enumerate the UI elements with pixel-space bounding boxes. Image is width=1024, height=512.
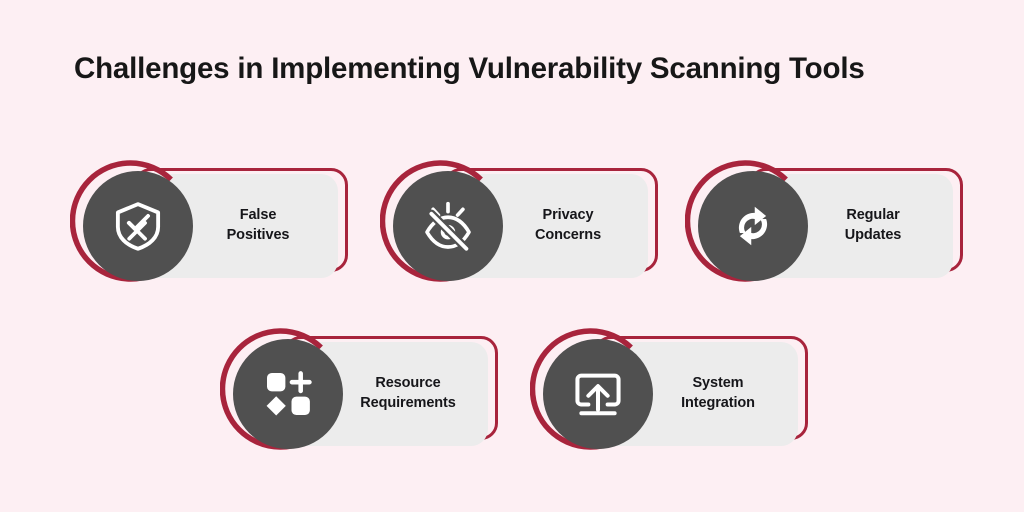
refresh-sync-icon (738, 206, 768, 246)
card-resource-requirements[interactable]: Resource Requirements (220, 326, 500, 458)
icon-disc (698, 171, 808, 281)
card-label-line1: False (239, 207, 277, 224)
card-label-line1: Privacy (542, 207, 594, 224)
shapes-grid-icon (266, 371, 312, 416)
page-title: Challenges in Implementing Vulnerability… (74, 52, 865, 85)
shield-check-cross-icon (115, 202, 161, 251)
card-regular-updates[interactable]: Regular Updates (685, 158, 965, 290)
card-label-line1: Regular (846, 207, 900, 224)
card-label-line2: Requirements (360, 395, 456, 411)
card-privacy-concerns[interactable]: Privacy Concerns (380, 158, 660, 290)
card-label-line1: Resource (375, 375, 441, 392)
monitor-upload-icon (575, 373, 621, 416)
card-label-line2: Concerns (534, 227, 602, 243)
card-label-line1: System (692, 375, 744, 392)
card-system-integration[interactable]: System Integration (530, 326, 810, 458)
eye-slash-icon (425, 201, 471, 253)
card-false-positives[interactable]: False Positives (70, 158, 350, 290)
icon-disc (83, 171, 193, 281)
icon-disc (393, 171, 503, 281)
icon-disc (233, 339, 343, 449)
card-label: Resource Requirements (328, 342, 488, 446)
icon-disc (543, 339, 653, 449)
card-label: Privacy Concerns (488, 174, 648, 278)
card-label-line2: Positives (226, 227, 290, 243)
card-label-line2: Integration (681, 395, 755, 411)
card-label: Regular Updates (793, 174, 953, 278)
card-label-line2: Updates (844, 227, 902, 243)
card-label: System Integration (638, 342, 798, 446)
card-label: False Positives (178, 174, 338, 278)
